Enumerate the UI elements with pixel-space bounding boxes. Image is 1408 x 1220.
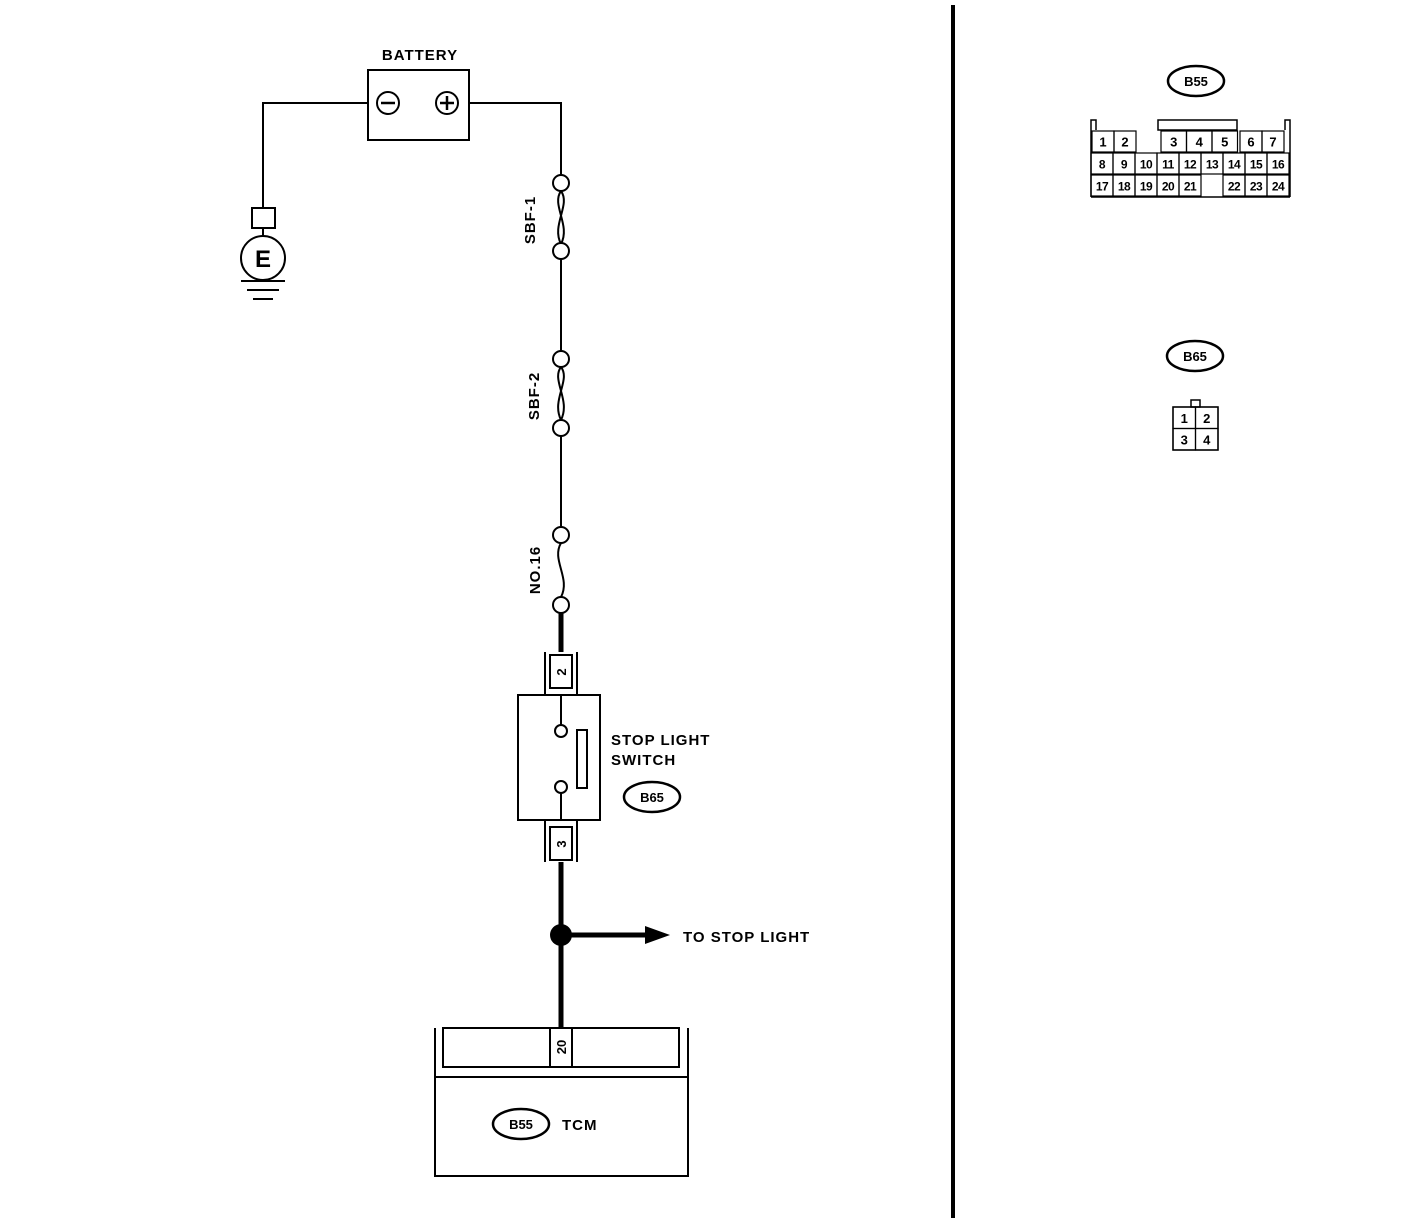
fuse-no-16	[552, 526, 570, 614]
connector-pin-number: 3	[1170, 135, 1177, 150]
connector-pin-number: 4	[1203, 432, 1211, 447]
connector-pin-cell	[1266, 174, 1290, 197]
connector-pin-number: 19	[1140, 180, 1153, 194]
switch-connector-top	[544, 652, 578, 695]
fuse-sbf-1-label: SBF-1	[522, 196, 539, 244]
branch-arrow	[645, 926, 670, 944]
tcm-module	[434, 1076, 689, 1177]
battery-positive-terminal	[435, 91, 459, 115]
connector-pin-cell	[1211, 130, 1239, 153]
fuse-no-16-label: NO.16	[527, 546, 544, 594]
switch-label-line2: SWITCH	[611, 752, 676, 769]
connector-pin-number: 16	[1272, 158, 1285, 172]
connector-pin-number: 22	[1228, 180, 1241, 194]
connector-pin-cell	[1261, 130, 1285, 153]
ground-terminal	[251, 207, 276, 229]
switch-connector-badge	[622, 780, 682, 814]
battery-negative-terminal	[376, 91, 400, 115]
connector-pin-number: 1	[1181, 411, 1188, 426]
connector-pin-cell	[1178, 174, 1202, 197]
connector-pin-cell	[1266, 152, 1290, 175]
tcm-pin: 20	[554, 1040, 569, 1054]
connector-pin-number: 2	[1203, 411, 1210, 426]
connector-pin-number: 24	[1272, 180, 1285, 194]
connector-pin-cell	[1113, 130, 1137, 153]
switch-pin-bottom: 3	[554, 840, 569, 847]
connector-pin-number: 21	[1184, 180, 1197, 194]
connector-pin-cell	[1194, 427, 1219, 451]
switch-connector-label: B65	[640, 790, 664, 805]
connector-pin-number: 6	[1247, 135, 1254, 150]
connector-b65-title: B65	[1183, 349, 1207, 364]
connector-pin-number: 23	[1250, 180, 1263, 194]
battery-symbol	[367, 69, 470, 141]
connector-pin-number: 13	[1206, 158, 1219, 172]
connector-pin-number: 2	[1121, 135, 1128, 150]
connector-pin-number: 8	[1099, 158, 1106, 172]
connector-b55-title: B55	[1184, 74, 1208, 89]
connector-pin-number: 17	[1096, 180, 1109, 194]
circuit-diagram: BATTERY E SBF-1	[240, 47, 810, 1177]
connector-pin-number: 20	[1162, 180, 1175, 194]
ground-symbol	[241, 280, 285, 300]
connector-pin-number: 9	[1121, 158, 1128, 172]
fuse-sbf-2-label: SBF-2	[526, 372, 543, 420]
switch-label-line1: STOP LIGHT	[611, 732, 710, 749]
connector-pin-number: 1	[1099, 135, 1106, 150]
connector-pin-number: 4	[1196, 135, 1204, 150]
switch-connector-bottom	[544, 820, 578, 862]
ground-label: E	[255, 246, 271, 273]
connector-pin-number: 18	[1118, 180, 1131, 194]
connector-pin-number: 10	[1140, 158, 1153, 172]
tcm-connector-label: B55	[509, 1117, 533, 1132]
branch-label: TO STOP LIGHT	[683, 929, 810, 946]
switch-actuator	[576, 729, 588, 789]
battery-positive-wire	[469, 102, 562, 175]
fuse-sbf-2	[552, 350, 570, 437]
connector-pin-number: 14	[1228, 158, 1241, 172]
switch-pin-top: 2	[554, 668, 569, 675]
tcm-label: TCM	[562, 1117, 598, 1134]
tcm-connector	[434, 1027, 689, 1077]
tcm-connector-badge	[491, 1107, 551, 1141]
battery-label: BATTERY	[382, 47, 458, 64]
connector-pin-number: 5	[1221, 135, 1228, 150]
ground-wire	[262, 102, 368, 208]
connector-pin-number: 11	[1162, 158, 1175, 172]
connector-pin-number: 15	[1250, 158, 1263, 172]
connector-pin-number: 12	[1184, 158, 1197, 172]
stop-light-switch	[517, 694, 601, 821]
connector-pin-number: 7	[1269, 135, 1276, 150]
fuse-sbf-1	[552, 174, 570, 260]
connector-pin-number: 3	[1181, 432, 1188, 447]
